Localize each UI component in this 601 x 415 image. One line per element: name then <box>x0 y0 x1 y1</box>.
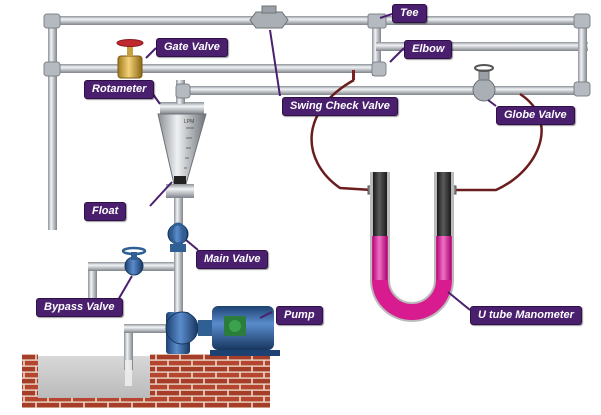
bypass-line <box>88 246 178 312</box>
label-pump: Pump <box>276 306 323 325</box>
foot-pipe-in-water <box>125 360 132 386</box>
pump-assembly <box>165 306 280 356</box>
label-rotameter: Rotameter <box>84 80 155 99</box>
rotameter-float <box>174 176 186 184</box>
rotameter-scale-unit: LPM <box>184 119 194 125</box>
gate-valve-icon <box>117 55 143 79</box>
brick-floor <box>22 398 154 408</box>
riser-pipe <box>167 196 189 326</box>
label-bypass-valve: Bypass Valve <box>36 298 123 317</box>
swing-check-valve-icon <box>249 11 289 29</box>
brick-pump-base <box>150 354 270 408</box>
leader-lines <box>117 13 497 319</box>
label-float: Float <box>84 202 127 221</box>
globe-valve-icon <box>472 78 496 102</box>
label-gate-valve: Gate Valve <box>156 38 228 57</box>
rotameter: LPM <box>157 80 207 198</box>
brick-wall-left <box>22 354 38 408</box>
u-tube-manometer <box>367 172 457 322</box>
rotameter-scale-ticks <box>184 127 194 169</box>
label-globe-valve: Globe Valve <box>496 106 575 125</box>
label-u-tube-manometer: U tube Manometer <box>470 306 582 325</box>
sump-water <box>36 356 152 400</box>
suction-pipe <box>124 324 174 386</box>
top-pipe-network <box>43 5 591 230</box>
label-tee: Tee <box>392 4 427 23</box>
label-swing-check-valve: Swing Check Valve <box>282 97 398 116</box>
elbow-fitting <box>371 61 387 77</box>
manometer-tubing <box>310 78 543 192</box>
sump-tank <box>22 354 270 408</box>
label-elbow: Elbow <box>404 40 453 59</box>
label-main-valve: Main Valve <box>196 250 269 269</box>
